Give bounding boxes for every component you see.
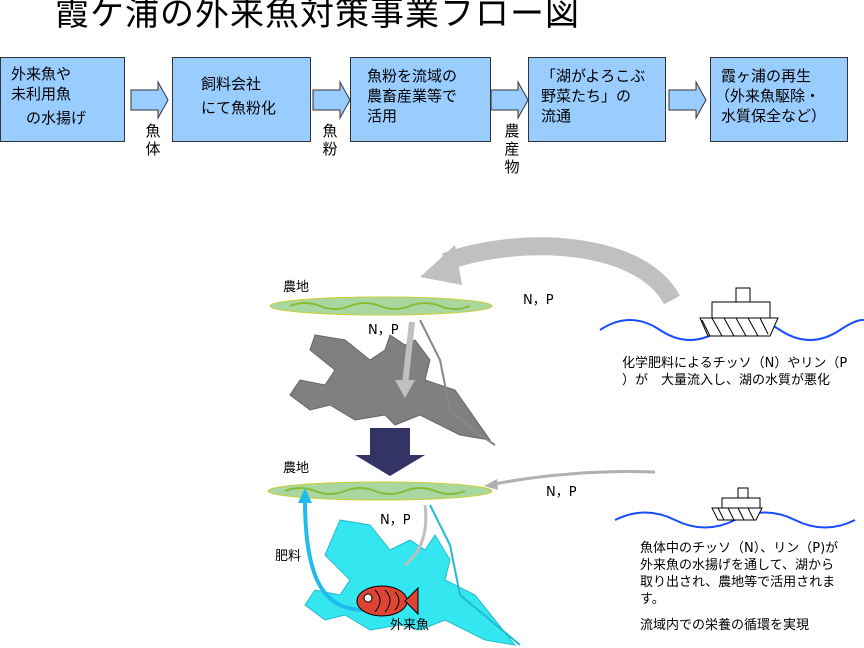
page-title: 霞ケ浦の外来魚対策事業フロー図: [55, 0, 580, 34]
down-arrow-icon: [355, 428, 425, 476]
flow-text: 魚粉を流域の: [367, 67, 458, 85]
flow-box-distribution: 「湖がよろこぶ 野菜たち」の 流通: [528, 57, 666, 142]
flow-text: 農畜産業等で: [367, 87, 458, 105]
lake-before: [289, 334, 492, 441]
fish-label: 外来魚: [390, 618, 430, 633]
arrow-label-produce: 農産物: [504, 122, 520, 176]
fertilizer-arrow-icon: [303, 499, 366, 612]
flow-text: 野菜たち」の: [541, 87, 632, 105]
flow-text: 「湖がよろこぶ: [541, 67, 646, 85]
arrow-label-fish-body: 魚体: [145, 122, 161, 158]
runoff-arrow-icon: [494, 470, 656, 486]
flow-text: 流通: [541, 107, 572, 125]
farm-field-after: [267, 481, 493, 501]
flow-text: （外来魚駆除・: [715, 87, 821, 105]
flow-box-fishmeal: 飼料会社 にて魚粉化: [172, 57, 311, 142]
caption-line: す。: [640, 592, 665, 607]
flow-arrow-icon: [490, 80, 529, 120]
flow-text: にて魚粉化: [201, 99, 277, 117]
flow-box-restoration: 霞ヶ浦の再生 （外来魚駆除・ 水質保全など）: [710, 57, 848, 142]
flow-text: 活用: [367, 107, 398, 125]
flow-text: 飼料会社: [201, 75, 262, 93]
flow-text: の水揚げ: [11, 109, 87, 127]
np-label: N，P: [380, 513, 411, 528]
flow-text: 外来魚や: [11, 65, 72, 83]
caption-line: ）が 大量流入し、湖の水質が悪化: [622, 373, 831, 388]
farm-label: 農地: [283, 280, 310, 295]
before-caption: 化学肥料によるチッソ（N）やリン（P ）が 大量流入し、湖の水質が悪化: [622, 355, 862, 389]
fertilizer-label: 肥料: [275, 549, 302, 564]
flow-arrow-icon: [312, 80, 351, 120]
runoff-arrowhead-icon: [420, 245, 462, 285]
runoff-arrow-icon: [441, 237, 680, 305]
after-caption: 魚体中のチッソ（N）、リン（P)が 外来魚の水揚げを通して、湖から 取り出され、…: [640, 540, 864, 634]
flow-box-agriculture: 魚粉を流域の 農畜産業等で 活用: [350, 57, 491, 142]
caption-line: 化学肥料によるチッソ（N）やリン（P: [622, 356, 848, 371]
farm-label: 農地: [283, 461, 310, 476]
flow-arrow-icon: [130, 80, 169, 120]
boat-icon: [711, 487, 763, 521]
np-label: N，P: [546, 485, 577, 500]
flow-text: 水質保全など）: [721, 107, 827, 125]
np-label: N，P: [523, 293, 554, 308]
summary-text: 流域内での栄養の循環を実現: [640, 618, 810, 633]
caption-line: 取り出され、農地等で活用されま: [640, 575, 836, 590]
flow-text: 未利用魚: [11, 85, 72, 103]
fish-icon: [356, 585, 419, 617]
arrow-label-fishmeal: 魚粉: [322, 122, 338, 158]
boat-icon: [699, 287, 779, 337]
flow-box-landing: 外来魚や 未利用魚 の水揚げ: [0, 57, 125, 142]
flow-text: 霞ヶ浦の再生: [721, 67, 812, 85]
inflow-arrow-icon: [402, 321, 415, 386]
flow-arrow-icon: [668, 80, 707, 120]
np-label: N，P: [368, 323, 399, 338]
caption-line: 外来魚の水揚げを通して、湖から: [640, 558, 834, 573]
caption-line: 魚体中のチッソ（N）、リン（P)が: [640, 541, 839, 556]
